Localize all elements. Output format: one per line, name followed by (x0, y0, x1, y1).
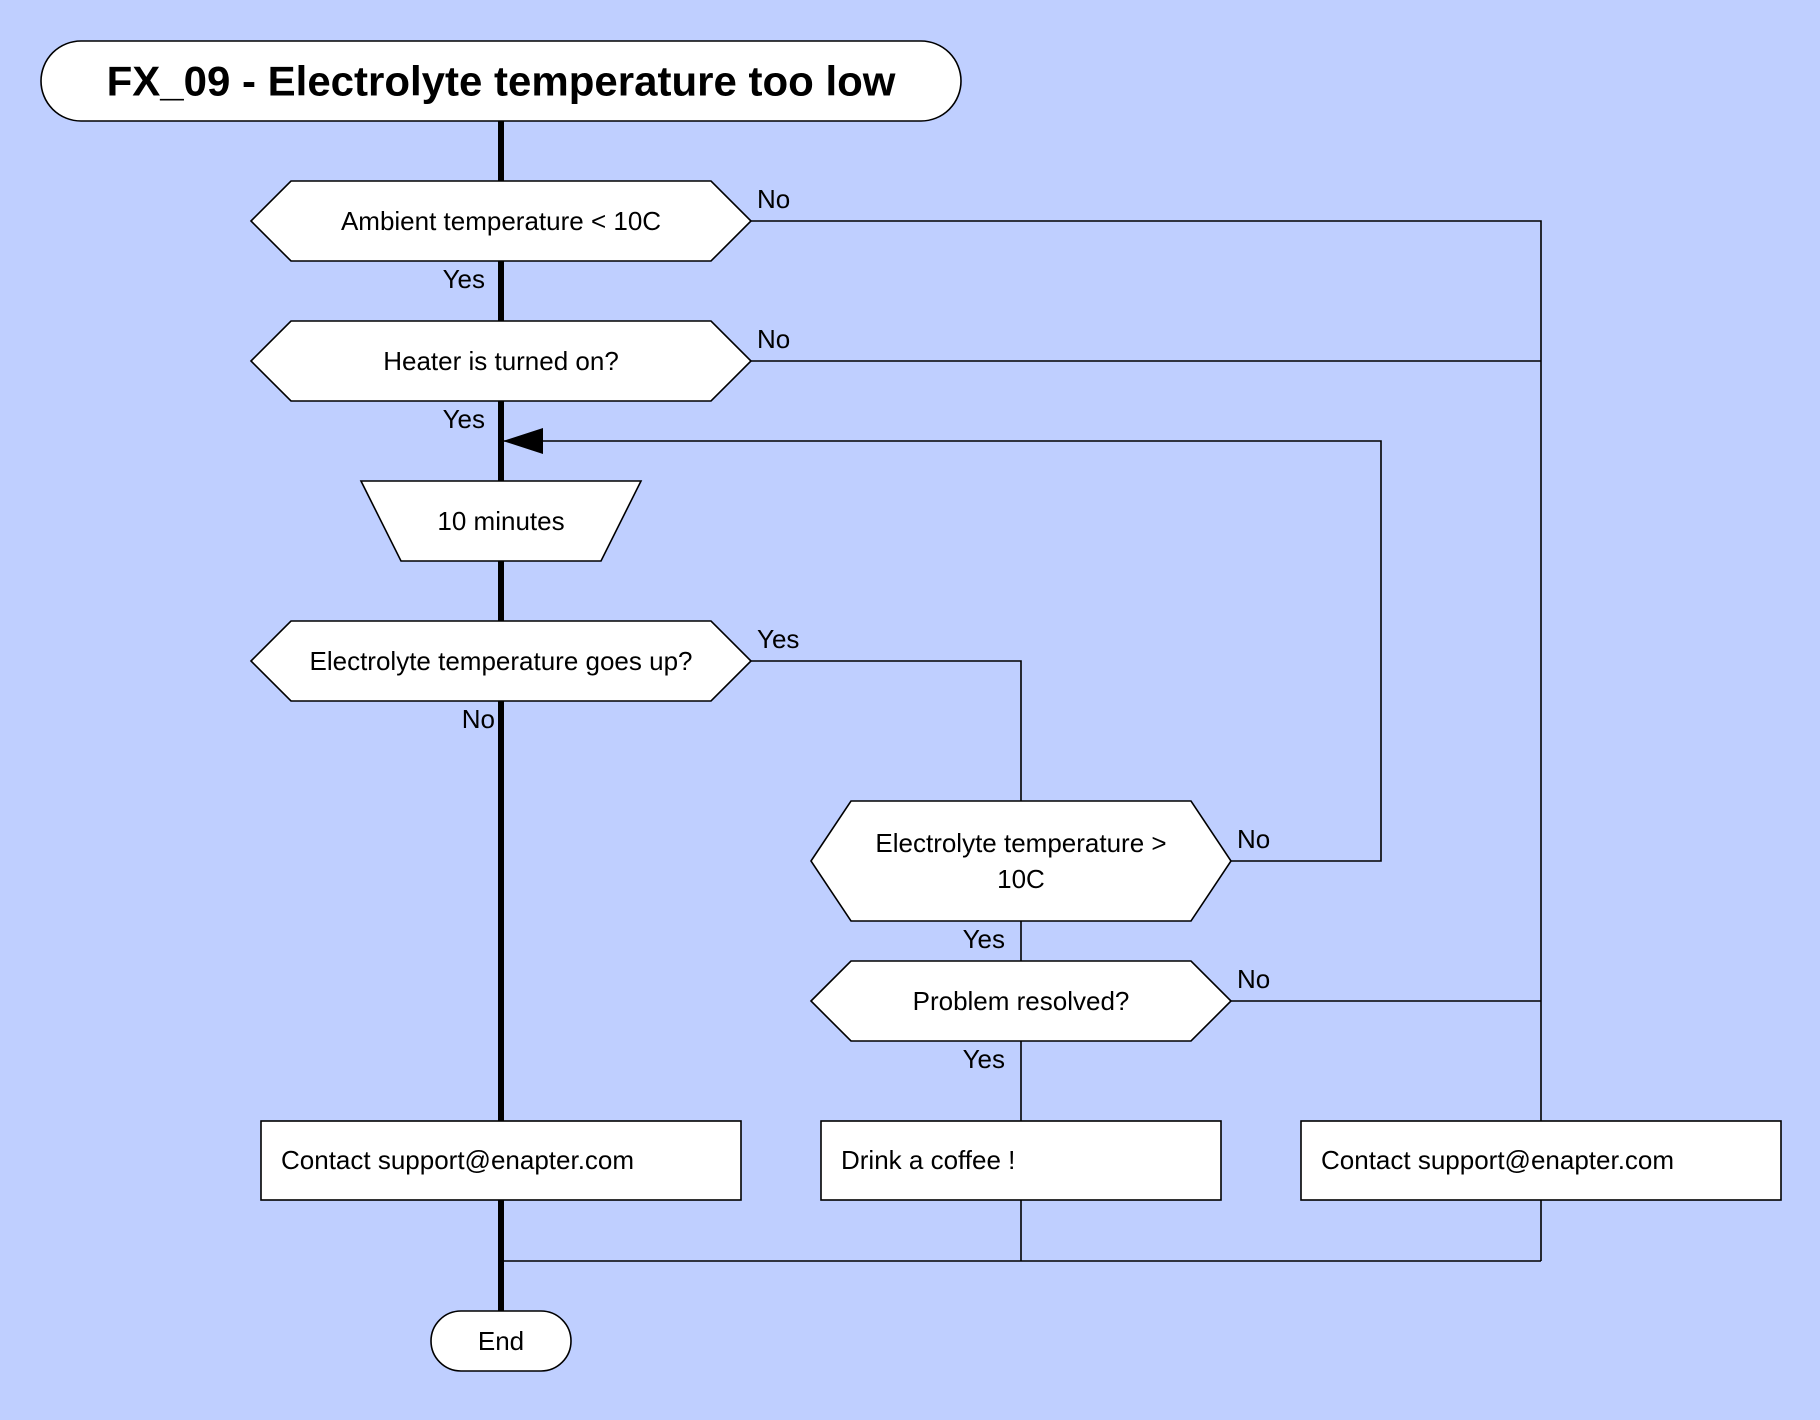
decision-goes-up-label: Electrolyte temperature goes up? (310, 646, 693, 676)
decision-goes-up (249, 620, 753, 702)
title-terminator (40, 40, 962, 122)
temp-no-label: No (1237, 824, 1270, 854)
process-contact-support-left (260, 1120, 742, 1201)
heater-yes-label: Yes (443, 404, 485, 434)
resolved-no-label: No (1237, 964, 1270, 994)
decision-ambient-temperature (249, 180, 753, 262)
connector-goesup-yes (751, 660, 1022, 801)
decision-ambient-label: Ambient temperature < 10C (341, 206, 661, 236)
process-drink-coffee (820, 1120, 1222, 1201)
coffee-label: Drink a coffee ! (841, 1145, 1015, 1175)
connector-temp-no-loop (501, 440, 1382, 862)
contact-left-label: Contact support@enapter.com (281, 1145, 634, 1175)
ambient-yes-label: Yes (443, 264, 485, 294)
connector-ambient-no (751, 220, 1542, 1121)
decision-heater-label: Heater is turned on? (383, 346, 619, 376)
decision-problem-resolved (809, 960, 1233, 1042)
decision-temp-above-10c (810, 800, 1232, 922)
decision-heater (249, 320, 753, 402)
heater-no-label: No (757, 324, 790, 354)
temp-yes-label: Yes (963, 924, 1005, 954)
decision-temp-label-line1: Electrolyte temperature > (875, 828, 1166, 858)
goes-up-yes-label: Yes (757, 624, 799, 654)
process-contact-support-right (1300, 1120, 1782, 1201)
diagram-title: FX_09 - Electrolyte temperature too low (107, 58, 896, 105)
end-terminator (430, 1310, 572, 1372)
decision-resolved-label: Problem resolved? (913, 986, 1130, 1016)
decision-temp-label-line2: 10C (997, 864, 1045, 894)
ambient-no-label: No (757, 184, 790, 214)
end-label: End (478, 1326, 524, 1356)
contact-right-label: Contact support@enapter.com (1321, 1145, 1674, 1175)
wait-label: 10 minutes (437, 506, 564, 536)
resolved-yes-label: Yes (963, 1044, 1005, 1074)
wait-10-minutes (359, 480, 643, 562)
goes-up-no-label: No (462, 704, 495, 734)
loop-arrowhead-icon (503, 428, 543, 454)
